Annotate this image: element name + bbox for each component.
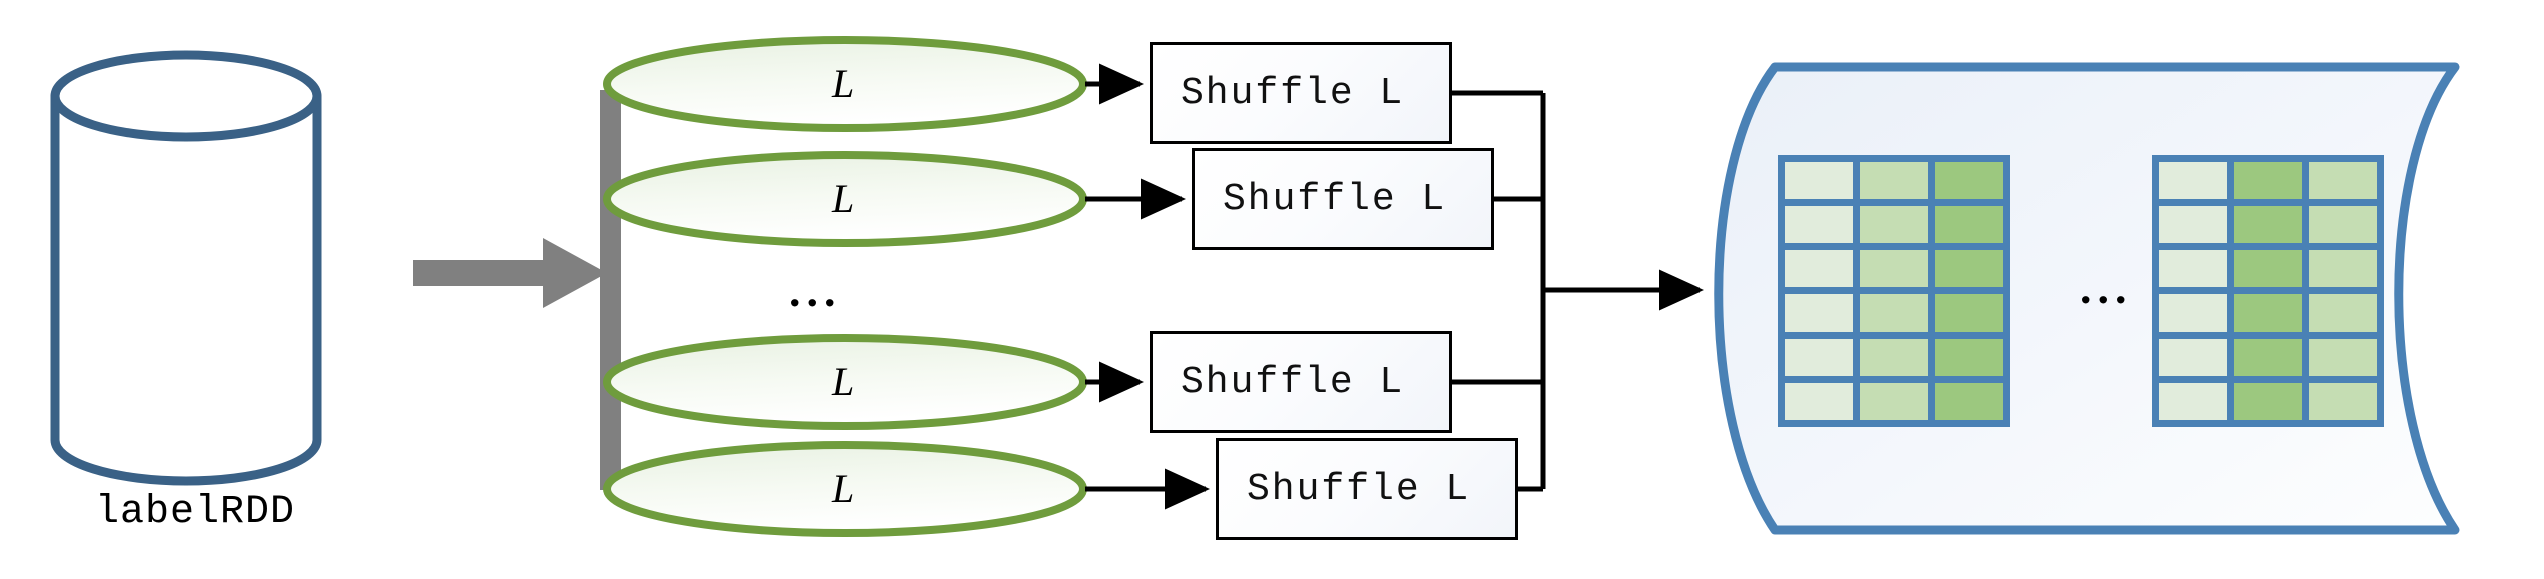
table-cell <box>1935 338 2003 376</box>
table-cell <box>2159 382 2227 420</box>
table-cell <box>1860 294 1928 332</box>
source-to-partitions-arrow <box>413 238 607 308</box>
shuffle-box-3-label: Shuffle L <box>1181 361 1405 404</box>
table-cell <box>1935 206 2003 244</box>
shuffle-box-1-label: Shuffle L <box>1181 72 1405 115</box>
table-cell <box>2234 206 2302 244</box>
table-cell <box>2159 250 2227 288</box>
table-cell <box>2234 382 2302 420</box>
table-cell <box>1785 162 1853 200</box>
output-tables-ellipsis: ... <box>2080 262 2133 313</box>
table-cell <box>2159 338 2227 376</box>
table-cell <box>2159 206 2227 244</box>
partition-bar <box>600 90 621 490</box>
table-cell <box>1935 294 2003 332</box>
table-cell <box>2234 338 2302 376</box>
table-cell <box>2309 250 2377 288</box>
table-cell <box>1860 162 1928 200</box>
partition-label-3: L <box>832 359 855 404</box>
partition-ellipse-4 <box>603 441 1087 537</box>
table-cell <box>2234 162 2302 200</box>
table-cell <box>2309 294 2377 332</box>
partition-label-2: L <box>832 176 855 221</box>
table-cell <box>1860 250 1928 288</box>
output-table-left <box>1778 155 2010 427</box>
partition-ellipse-2 <box>603 151 1087 247</box>
table-cell <box>1785 294 1853 332</box>
shuffle-box-1[interactable]: Shuffle L <box>1150 42 1452 144</box>
table-cell <box>1935 250 2003 288</box>
table-cell <box>1935 162 2003 200</box>
table-cell <box>2309 382 2377 420</box>
table-cell <box>1785 206 1853 244</box>
table-cell <box>1860 338 1928 376</box>
shuffle-box-3[interactable]: Shuffle L <box>1150 331 1452 433</box>
shuffle-box-4[interactable]: Shuffle L <box>1216 438 1518 540</box>
table-cell <box>2309 162 2377 200</box>
table-cell <box>2234 250 2302 288</box>
table-cell <box>2234 294 2302 332</box>
table-cell <box>1860 206 1928 244</box>
shuffle-merge-bus <box>1452 90 1705 492</box>
table-cell <box>2309 206 2377 244</box>
table-cell <box>2159 294 2227 332</box>
partition-ellipse-1 <box>603 36 1087 132</box>
table-cell <box>1860 382 1928 420</box>
label-rdd-cylinder <box>50 50 322 486</box>
table-cell <box>1785 338 1853 376</box>
table-cell <box>1785 250 1853 288</box>
shuffle-box-2-label: Shuffle L <box>1223 178 1447 221</box>
table-cell <box>1785 382 1853 420</box>
output-table-right <box>2152 155 2384 427</box>
table-cell <box>1935 382 2003 420</box>
partition-label-1: L <box>832 61 855 106</box>
partition-to-shuffle-connectors <box>1085 63 1211 510</box>
label-rdd-caption: labelRDD <box>95 490 296 535</box>
partition-label-4: L <box>832 466 855 511</box>
table-cell <box>2309 338 2377 376</box>
shuffle-box-2[interactable]: Shuffle L <box>1192 148 1494 250</box>
table-cell <box>2159 162 2227 200</box>
partition-ellipsis: ... <box>789 265 842 316</box>
shuffle-box-4-label: Shuffle L <box>1247 468 1471 511</box>
partition-ellipse-3 <box>603 334 1087 430</box>
